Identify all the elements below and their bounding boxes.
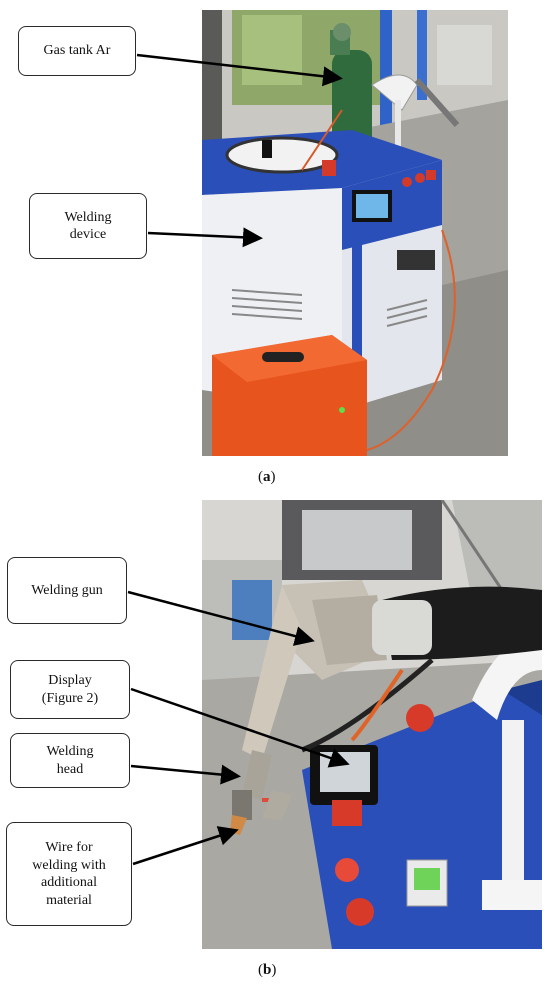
photo-welding-machine xyxy=(202,10,508,456)
caption-b: (b) xyxy=(258,962,276,979)
label-welding-gun: Welding gun xyxy=(7,557,127,624)
label-welding-device: Welding device xyxy=(29,193,147,259)
caption-a-close: ) xyxy=(270,469,276,485)
caption-b-letter: b xyxy=(263,962,272,978)
photo-welding-gun-closeup xyxy=(202,500,542,949)
photo-b-illustration xyxy=(202,500,542,949)
label-display: Display (Figure 2) xyxy=(10,660,130,719)
caption-a: (a) xyxy=(258,469,276,486)
photo-a-illustration xyxy=(202,10,508,456)
caption-b-open: ( xyxy=(258,962,263,978)
label-welding-head: Welding head xyxy=(10,733,130,788)
label-gas-tank: Gas tank Ar xyxy=(18,26,136,76)
caption-a-open: ( xyxy=(258,469,263,485)
caption-a-letter: a xyxy=(263,469,271,485)
caption-b-close: ) xyxy=(271,962,277,978)
label-wire: Wire for welding with additional materia… xyxy=(6,822,132,926)
